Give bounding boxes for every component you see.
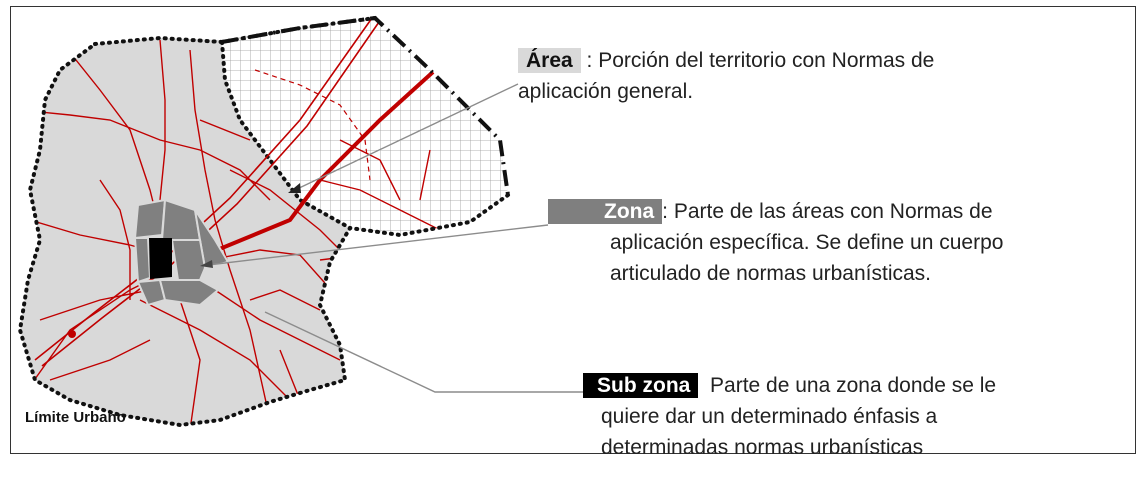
area-text-line-1: Porción del territorio con Normas de xyxy=(598,49,935,72)
grid-area-boundary xyxy=(220,40,352,230)
zona-tag: Zona xyxy=(548,199,663,224)
area-separator: : xyxy=(580,49,599,72)
zona-text-line-1: Parte de las áreas con Normas de xyxy=(673,200,993,223)
leader-arrow-zona xyxy=(200,260,213,268)
definition-area-line-1: Área : Porción del territorio con Normas… xyxy=(518,45,934,76)
leader-arrow-area xyxy=(288,183,301,193)
leader-lines xyxy=(207,83,583,393)
expansion-limit-boundary xyxy=(221,15,510,196)
zona-text-line-3: articulado de normas urbanísticas. xyxy=(610,262,931,285)
grid-expansion-area xyxy=(222,18,508,235)
definition-area: Área : Porción del territorio con Normas… xyxy=(518,45,934,107)
subzona-separator xyxy=(698,374,710,397)
area-tag: Área xyxy=(518,48,581,73)
subzona-text-line-1: Parte de una zona donde se le xyxy=(710,374,997,397)
main-avenue xyxy=(204,70,435,257)
subzona-text-line-2: quiere dar un determinado énfasis a xyxy=(601,405,938,428)
definition-zona: Zona: Parte de las áreas con Normas de a… xyxy=(548,196,1108,289)
zona-text-line-2: aplicación específica. Se define un cuer… xyxy=(610,231,1004,254)
urban-limit-label: Límite Urbano xyxy=(25,409,126,426)
subzona-tag: Sub zona xyxy=(583,373,699,398)
subzona-text-line-3: determinadas normas urbanísticas xyxy=(601,436,924,459)
zona-separator: : xyxy=(662,200,674,223)
definition-zona-line-1: Zona: Parte de las áreas con Normas de xyxy=(548,196,1108,227)
zona-region xyxy=(133,198,230,307)
subzona-block xyxy=(149,238,172,279)
road-junction-dot xyxy=(68,330,76,338)
definition-subzona: Sub zona Parte de una zona donde se le q… xyxy=(583,370,996,463)
area-text-line-2: aplicación general. xyxy=(518,80,694,103)
urban-limit-boundary xyxy=(17,16,510,428)
definition-subzona-line-1: Sub zona Parte de una zona donde se le xyxy=(583,370,996,401)
planned-road xyxy=(254,69,371,181)
